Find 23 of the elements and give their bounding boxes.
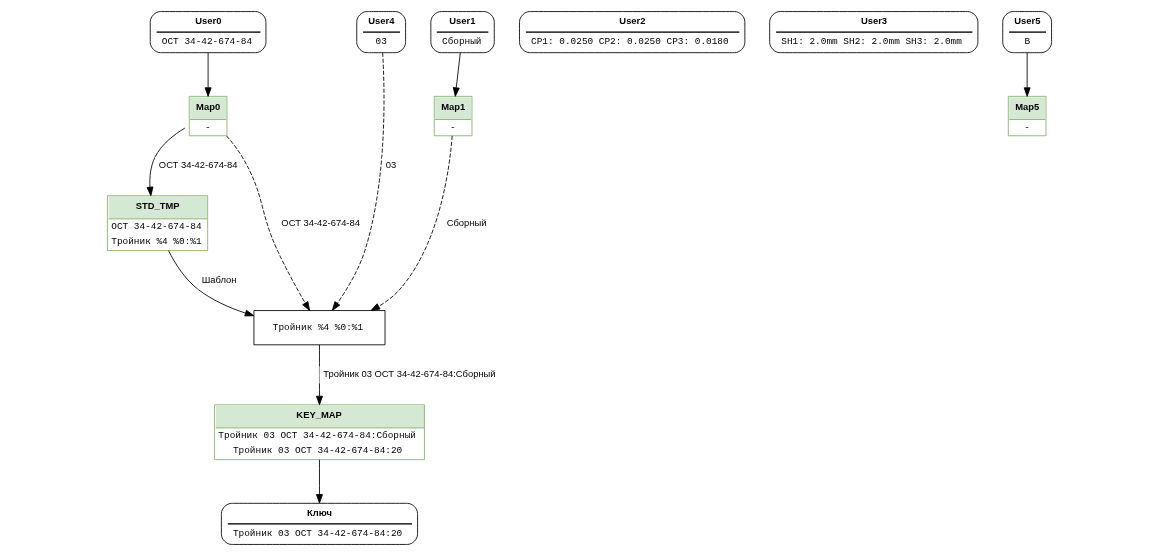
arrow: [146, 127, 186, 197]
edge-label: Тройник 03 ОСТ 34-42-674-84:Сборный: [323, 368, 496, 380]
edge-label: Шаблон: [201, 273, 237, 285]
edge-label: Сборный: [446, 216, 487, 228]
arrow: [452, 52, 461, 97]
node-box: User0 ОСТ 34-42-674-84: [149, 11, 267, 54]
arrow: [168, 250, 255, 317]
node-box: User2 CP1: 0.0250 CP2: 0.0250 CP3: 0.0180: [519, 11, 746, 54]
edge-label: 03: [385, 159, 397, 171]
arrow: [226, 135, 311, 311]
arrow: [316, 459, 323, 504]
node-box: Ключ Тройник 03 ОСТ 34-42-674-84:20: [220, 502, 418, 545]
edge-label: ОСТ 34-42-674-84: [281, 216, 360, 228]
edge-label: ОСТ 34-42-674-84: [158, 159, 238, 171]
arrow: [370, 135, 453, 311]
node-box: Тройник %4 %0:%1: [253, 310, 386, 346]
node-box: User1 Сборный: [430, 11, 495, 54]
node-box: User4 03: [356, 11, 406, 54]
arrow: [204, 52, 212, 97]
arrow: [1023, 52, 1031, 97]
node-box: User3 SH1: 2.0mm SH2: 2.0mm SH3: 2.0mm: [769, 11, 979, 54]
arrow: [331, 52, 385, 311]
node-box: User5 B: [1002, 11, 1052, 54]
